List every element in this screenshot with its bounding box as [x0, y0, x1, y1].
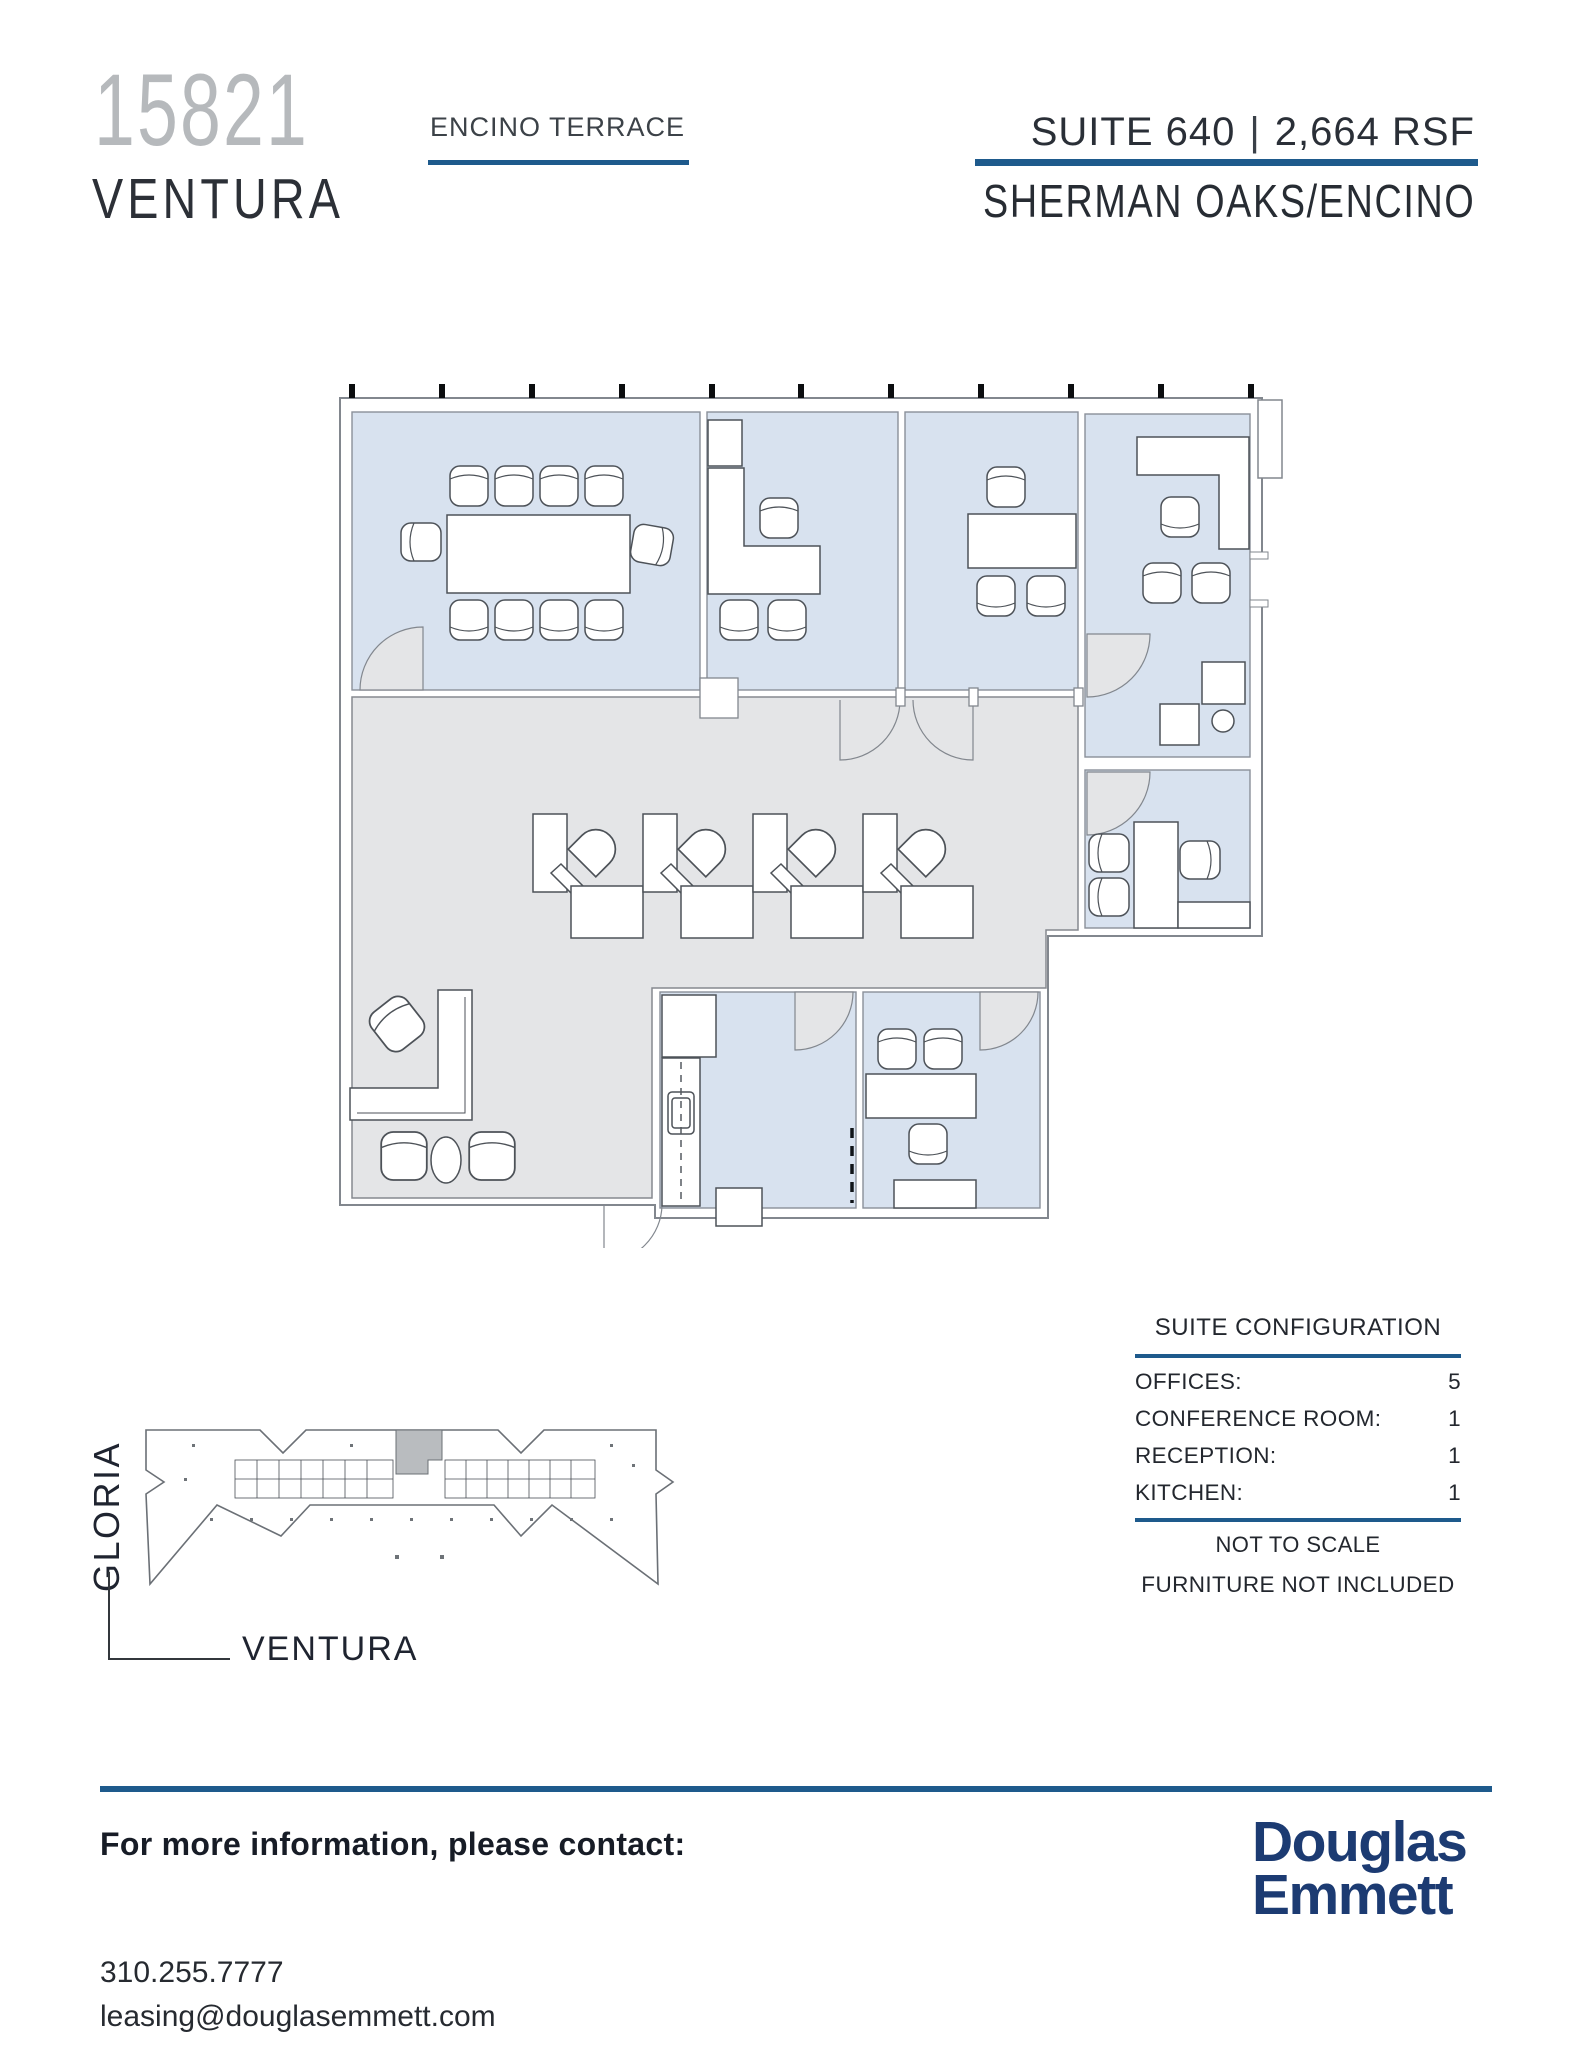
config-value: 1 [1448, 1406, 1461, 1431]
config-value: 5 [1448, 1369, 1461, 1394]
suite-underline [975, 159, 1478, 166]
config-title: SUITE CONFIGURATION [1154, 1314, 1442, 1341]
config-label: RECEPTION: [1135, 1443, 1277, 1468]
config-value: 1 [1448, 1480, 1461, 1505]
config-label: OFFICES: [1135, 1369, 1242, 1394]
door-office-3 [1086, 633, 1151, 698]
config-row-offices: OFFICES: 5 [1135, 1369, 1461, 1395]
contact-phone: 310.255.7777 [100, 1956, 284, 1989]
furniture-layer [349, 419, 1251, 1227]
door-conference [359, 626, 424, 691]
config-rule-top [1135, 1354, 1461, 1358]
column-dots [184, 1444, 635, 1559]
door-suite-entry [603, 1204, 663, 1248]
config-row-kitchen: KITCHEN: 1 [1135, 1480, 1461, 1506]
contact-heading: For more information, please contact: [100, 1826, 686, 1862]
config-row-conference: CONFERENCE ROOM: 1 [1135, 1406, 1461, 1432]
door-office-2 [912, 699, 974, 761]
reception-desk [349, 989, 473, 1121]
suite-configuration: SUITE CONFIGURATION OFFICES: 5 CONFERENC… [1135, 1314, 1461, 1598]
config-note-scale: NOT TO SCALE [1215, 1532, 1381, 1557]
config-rule-bottom [1135, 1518, 1461, 1522]
suite-area: 2,664 RSF [1274, 110, 1475, 154]
building-core [234, 1459, 596, 1499]
config-note-furniture: FURNITURE NOT INCLUDED [1141, 1572, 1455, 1597]
suite-separator: | [1249, 110, 1261, 154]
wall-column [699, 677, 739, 719]
street-label-gloria: GLORIA [86, 1440, 127, 1592]
suite-number: SUITE 640 [1030, 110, 1236, 154]
config-row-reception: RECEPTION: 1 [1135, 1443, 1461, 1469]
building-name: VENTURA [92, 167, 345, 231]
floor-plan [339, 384, 1283, 1248]
config-value: 1 [1448, 1443, 1461, 1468]
footer-rule [100, 1786, 1492, 1792]
street-leader-line [108, 1572, 230, 1660]
config-label: KITCHEN: [1135, 1480, 1244, 1505]
top-right-notch [1257, 399, 1283, 479]
suite-title: SUITE 640 | 2,664 RSF [1031, 110, 1475, 155]
door-office-1 [839, 699, 901, 761]
suite-location-marker [395, 1429, 443, 1475]
property-underline [428, 160, 689, 165]
window-ticks [349, 384, 1254, 398]
logo-line-2: Emmett [1252, 1863, 1454, 1927]
floor-locator [145, 1429, 675, 1587]
door-office-5 [979, 991, 1039, 1051]
building-number: 15821 [94, 53, 310, 167]
logo-line-1: Douglas [1252, 1810, 1468, 1874]
property-name: ENCINO TERRACE [430, 112, 686, 142]
contact-email: leasing@douglasemmett.com [100, 2000, 496, 2033]
street-label-ventura: VENTURA [242, 1630, 419, 1668]
conference-table [446, 514, 631, 594]
submarket-label: SHERMAN OAKS/ENCINO [982, 175, 1475, 227]
config-label: CONFERENCE ROOM: [1135, 1406, 1382, 1431]
door-kitchen [794, 991, 854, 1051]
douglas-emmett-logo: Douglas Emmett [1252, 1810, 1468, 1927]
